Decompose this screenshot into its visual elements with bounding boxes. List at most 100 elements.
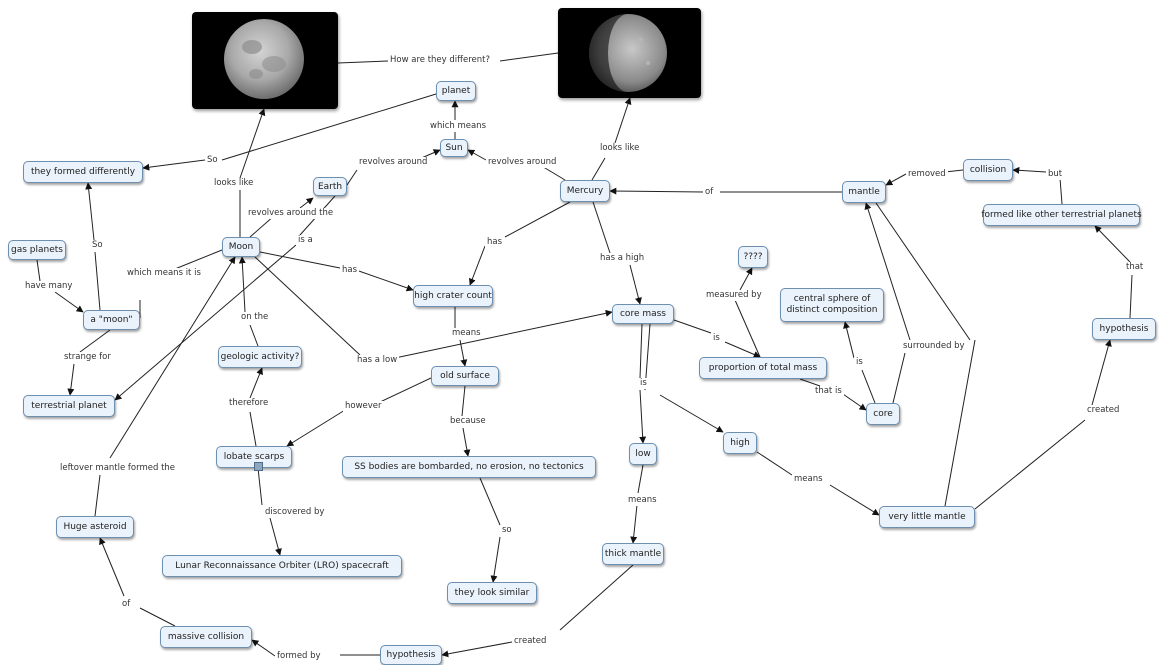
link-label-which-means-it-is: which means it is [125,268,203,279]
connector-line [637,464,644,494]
link-label-is-low: is [638,378,649,389]
node-high-crater-count[interactable]: high crater count [413,285,493,307]
connector-line [239,108,266,179]
link-label-means-crater: means [450,328,483,339]
connector-line [1012,166,1047,174]
link-label-has-mercury: has [485,237,505,248]
connector-line [739,267,753,291]
connector-line [109,256,236,459]
link-label-therefore: therefore [227,398,271,409]
node-very-little-mantle[interactable]: very little mantle [879,506,975,528]
node-qqq[interactable]: ???? [738,246,768,268]
node-old-surface[interactable]: old surface [431,366,499,386]
link-label-have-many: have many [23,281,75,292]
link-label-looks-like-left: looks like [212,178,256,189]
node-huge-asteroid[interactable]: Huge asteroid [56,516,134,538]
connector-line [673,319,712,334]
node-formed-like[interactable]: formed like other terrestrial planets [981,204,1142,226]
connector-line [592,201,611,254]
link-label-revolves-around-earth: revolves around [357,157,430,168]
node-planet[interactable]: planet [436,81,476,101]
connector-line [875,202,971,341]
connector-line [67,363,75,396]
connector-line [1059,177,1063,205]
connector-line [829,484,880,516]
node-collision[interactable]: collision [963,159,1013,181]
attachment-icon[interactable] [254,462,263,471]
mercury-photo [558,8,701,98]
link-label-strange-for: strange for [62,352,113,363]
node-hypothesis-bottom[interactable]: hypothesis [380,645,442,665]
connector-line [346,169,358,186]
link-label-however: however [343,401,384,412]
link-label-revolves-around-mercury: revolves around [486,157,559,168]
node-core-mass[interactable]: core mass [612,304,674,324]
link-label-is-core: is [854,357,865,368]
node-core[interactable]: core [866,403,900,425]
node-low[interactable]: low [629,443,657,465]
link-label-removed: removed [906,169,948,180]
connector-line [251,639,276,657]
connector-line [99,537,125,597]
link-label-looks-like-right: looks like [598,143,642,154]
node-proportion[interactable]: proportion of total mass [699,357,827,379]
node-gas-planets[interactable]: gas planets [8,240,66,260]
node-a-moon[interactable]: a "moon" [83,310,140,330]
connector-line [885,173,907,186]
node-central-sphere[interactable]: central sphere of distinct composition [780,288,884,322]
node-moon[interactable]: Moon [222,237,260,257]
link-label-has-a-low: has a low [355,355,400,366]
moon-photo [192,12,338,109]
link-label-because: because [448,416,488,427]
connector-line [94,251,101,311]
link-label-so-bottom: so [500,525,514,536]
connector-line [659,394,724,433]
link-label-so-top: So [205,155,220,166]
connector-line [1094,225,1131,263]
connector-line [468,245,486,286]
node-mercury[interactable]: Mercury [560,180,610,202]
link-label-that: that [1124,262,1146,273]
mercury-image-icon [589,14,667,92]
node-lro[interactable]: Lunar Reconnaissance Orbiter (LRO) space… [162,555,402,577]
connector-line [614,97,632,144]
link-label-of-bottom: of [120,599,133,610]
link-label-created-right: created [1085,405,1122,416]
link-label-leftover: leftover mantle formed the [58,463,178,474]
connector-line [799,378,821,387]
node-terrestrial-planet[interactable]: terrestrial planet [23,395,115,417]
node-high[interactable]: high [723,432,757,454]
link-label-that-is: that is [813,386,844,397]
node-geologic-activity[interactable]: geologic activity? [218,346,302,368]
node-thick-mantle[interactable]: thick mantle [602,543,664,565]
node-hypothesis-right[interactable]: hypothesis [1092,318,1156,340]
connector-line [892,352,906,404]
node-ss-bodies[interactable]: SS bodies are bombarded, no erosion, no … [342,456,596,478]
node-massive-collision[interactable]: massive collision [160,626,252,648]
node-mantle[interactable]: mantle [842,181,886,203]
connector-line [286,409,346,447]
connector-line [441,641,513,658]
connector-line [1091,339,1112,406]
connector-line [355,269,414,292]
node-they-formed-differently[interactable]: they formed differently [23,161,143,183]
connector-line [864,202,911,341]
connector-line [269,517,282,556]
link-label-surrounded-by: surrounded by [901,341,967,352]
link-label-but: but [1046,169,1065,180]
link-label-discovered-by: discovered by [263,507,327,518]
connector-line [94,474,101,517]
connector-line [249,367,263,399]
connector-line [254,256,361,356]
node-sun[interactable]: Sun [440,139,468,157]
link-label-revolves-around-the: revolves around the [246,208,336,219]
node-they-look-similar[interactable]: they look similar [447,582,537,604]
connector-line [724,341,761,358]
node-earth[interactable]: Earth [313,177,347,196]
connector-line [1129,274,1133,319]
link-label-means-high: means [792,474,825,485]
link-label-measured-by: measured by [704,290,764,301]
connector-line [734,299,761,358]
connector-line [249,324,259,347]
connector-line [974,419,1086,510]
